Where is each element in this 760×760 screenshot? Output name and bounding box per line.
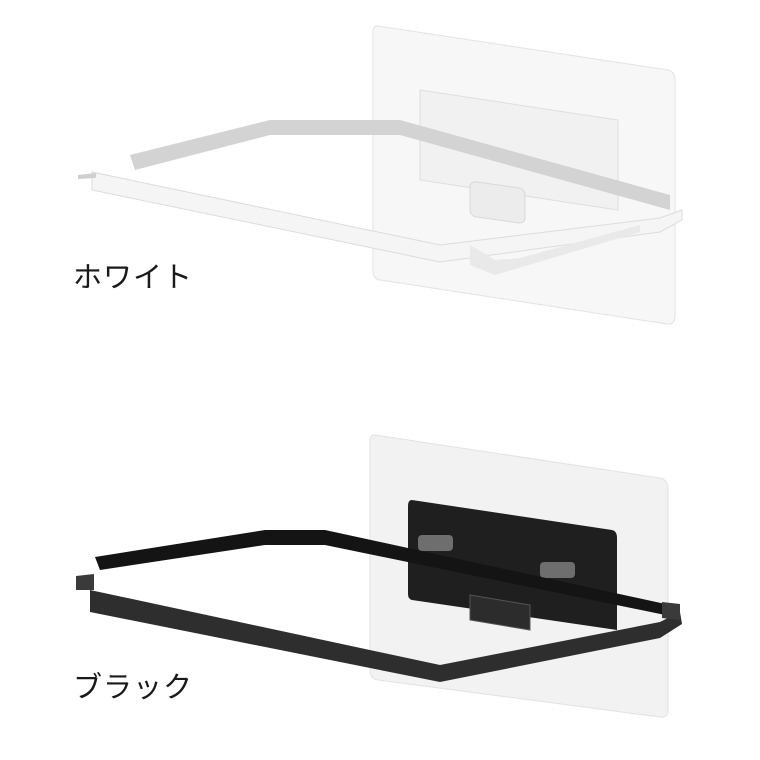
product-variant-black: ブラック: [0, 380, 760, 760]
white-holder-image: [78, 25, 683, 325]
mount-bracket: [408, 500, 617, 630]
black-holder-image: [76, 434, 682, 718]
product-variant-white: ホワイト: [73, 25, 683, 325]
variant-label-black: ブラック: [73, 670, 194, 704]
variant-label-white: ホワイト: [73, 260, 194, 294]
